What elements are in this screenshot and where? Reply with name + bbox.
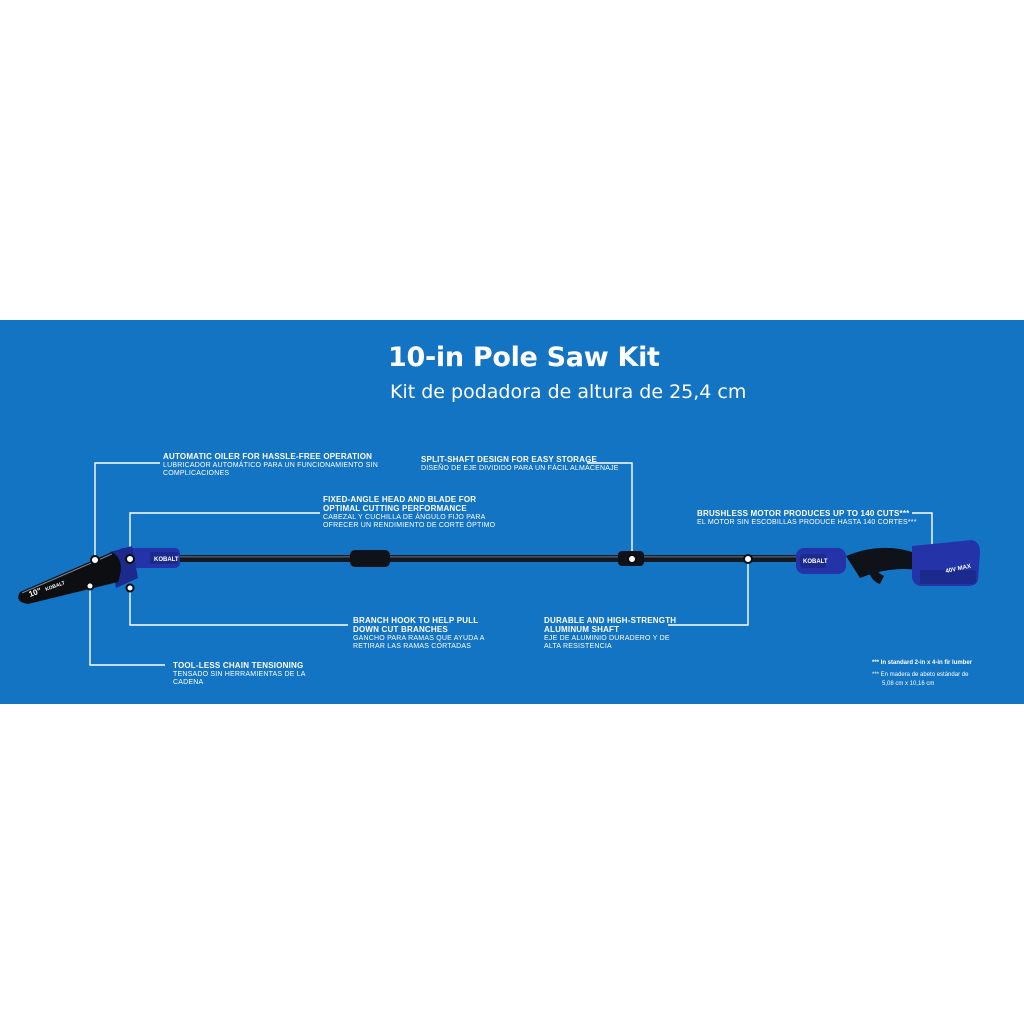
page-title: 10-in Pole Saw Kit <box>388 342 660 373</box>
motor-leader-line <box>912 512 933 550</box>
motor-housing: KOBALT <box>796 547 918 584</box>
battery-pack: 40V MAX <box>912 540 980 586</box>
callout-leader-lines <box>89 462 933 666</box>
footnote-spanish-line2: 5,08 cm x 10,16 cm <box>882 681 935 687</box>
footnote-spanish-line1: *** En madera de abeto estándar de <box>872 672 969 678</box>
callout-split-shaft: SPLIT-SHAFT DESIGN FOR EASY STORAGE DISE… <box>421 455 619 472</box>
oiler-leader-line <box>94 462 160 558</box>
callout-aluminum-shaft: DURABLE AND HIGH-STRENGTH ALUMINUM SHAFT… <box>544 616 677 650</box>
callout-branch-hook: BRANCH HOOK TO HELP PULL DOWN CUT BRANCH… <box>353 616 485 650</box>
callout-fixed-angle-head: FIXED-ANGLE HEAD AND BLADE FOR OPTIMAL C… <box>323 495 496 529</box>
aluminum-shaft-leader-line <box>668 561 749 626</box>
callout-chain-tensioning: TOOL-LESS CHAIN TENSIONING TENSADO SIN H… <box>173 661 306 686</box>
shaft-grip <box>350 550 390 567</box>
footnote-english: *** In standard 2-in x 4-in fir lumber <box>872 660 973 666</box>
page-subtitle: Kit de podadora de altura de 25,4 cm <box>390 381 747 403</box>
aluminum-shaft <box>170 555 810 562</box>
pole-saw-image: KOBALT 10" KOBALT KOBALT 40V MAX <box>18 462 980 666</box>
motor-brand-label: KOBALT <box>803 559 828 565</box>
fixed-angle-leader-line <box>129 512 320 556</box>
chain-tension-leader-line <box>89 588 165 666</box>
battery-voltage-label: 40V MAX <box>945 564 971 575</box>
callout-automatic-oiler: AUTOMATIC OILER FOR HASSLE-FREE OPERATIO… <box>163 452 378 477</box>
split-shaft-leader-line <box>587 462 633 556</box>
head-brand-label: KOBALT <box>154 557 179 563</box>
callout-brushless-motor: BRUSHLESS MOTOR PRODUCES UP TO 140 CUTS*… <box>697 509 917 526</box>
guide-bar: 10" KOBALT <box>18 552 121 604</box>
bar-size-label: 10" <box>28 586 43 599</box>
branch-hook-leader-line <box>129 590 348 626</box>
product-banner <box>0 320 1024 704</box>
